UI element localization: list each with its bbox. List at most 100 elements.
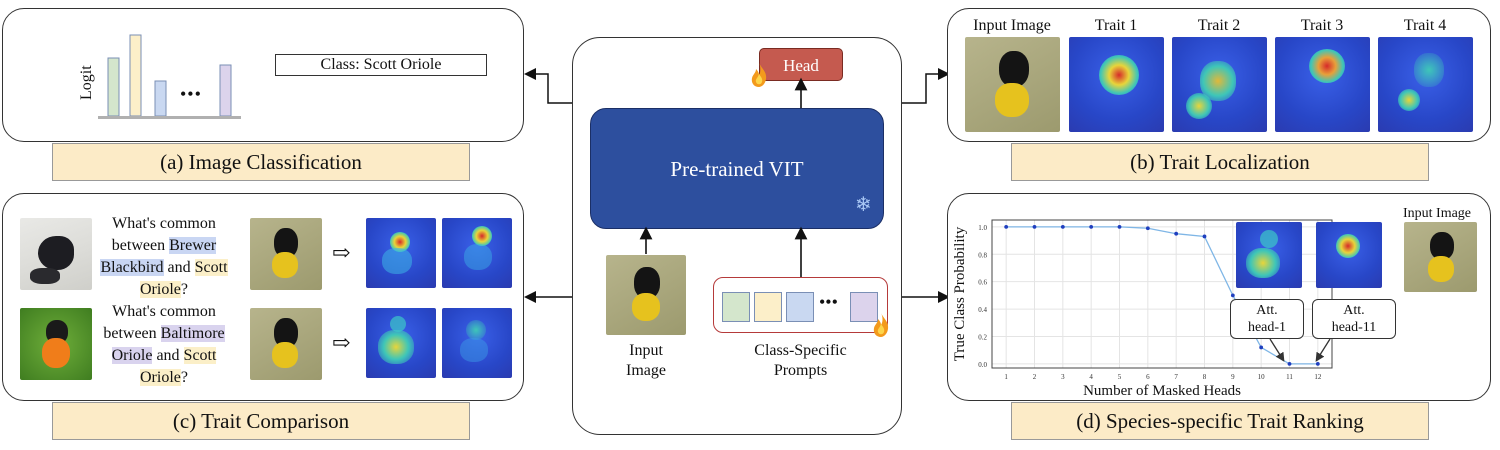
loc-trait2-heatmap — [1172, 37, 1267, 132]
input-label-line1: Input — [629, 342, 663, 359]
loc-label-trait3: Trait 3 — [1300, 17, 1344, 34]
prompts-label-line2: Prompts — [773, 362, 828, 379]
x-tick-label-9: 10 — [1258, 373, 1266, 381]
scott-oriole-image-row1 — [250, 218, 322, 290]
y-axis-label: True Class Probability — [952, 226, 968, 361]
loc-label-input: Input Image — [973, 17, 1051, 34]
series-line — [1006, 226, 1318, 365]
logit-baseline — [98, 116, 241, 119]
loc-label-trait4: Trait 4 — [1403, 17, 1447, 34]
question-2-class-b: Scott — [183, 347, 217, 364]
question-2-line-1: What's common — [112, 303, 216, 320]
prompts-fire-icon — [873, 313, 889, 337]
question-2-class-b-2: Oriole — [140, 369, 181, 386]
snowflake-icon: ❄ — [855, 194, 872, 216]
question-2-and: and — [152, 347, 184, 364]
question-1-class-a-2: Blackbird — [100, 259, 164, 276]
x-tick-label-10: 11 — [1286, 373, 1293, 381]
data-point-3 — [1089, 224, 1094, 229]
data-point-4 — [1117, 224, 1122, 229]
arrow-to-classification — [524, 68, 572, 104]
y-tick-label-4: 0.8 — [978, 251, 987, 259]
question-2-class-a: Baltimore — [160, 325, 225, 342]
data-point-5 — [1145, 226, 1150, 231]
pretrained-vit-box: Pre-trained VIT — [590, 108, 884, 229]
loc-trait4-heatmap — [1378, 37, 1473, 132]
data-point-8 — [1230, 293, 1235, 298]
arrow-to-localization — [902, 68, 950, 104]
x-tick-label-2: 3 — [1061, 373, 1065, 381]
prompts-box: ••• — [713, 277, 888, 333]
data-point-1 — [1032, 224, 1037, 229]
rank-heatmap-head11 — [1316, 222, 1382, 288]
prompt-token-4 — [850, 292, 878, 322]
question-row-1: What's common between Brewer Blackbird a… — [100, 213, 228, 301]
x-tick-label-4: 5 — [1118, 373, 1122, 381]
prompt-token-3 — [786, 292, 814, 322]
prompt-dots: ••• — [819, 292, 838, 312]
loc-label-trait1: Trait 1 — [1094, 17, 1138, 34]
data-point-6 — [1174, 231, 1179, 236]
question-2-between: between — [103, 325, 161, 342]
y-tick-label-3: 0.6 — [978, 279, 987, 287]
fire-icon — [751, 63, 767, 87]
scott-oriole-image-row2 — [250, 308, 322, 380]
x-tick-label-0: 1 — [1004, 373, 1008, 381]
input-label-line2: Image — [626, 362, 666, 379]
arrow-row-2: ⇨ — [332, 330, 351, 355]
question-1-class-a: Brewer — [169, 237, 217, 254]
baltimore-oriole-image — [20, 308, 92, 380]
logit-bar-chart — [98, 34, 241, 119]
callout-head-11-line2: head-11 — [1331, 320, 1377, 335]
callout-head-11-pointer — [1315, 338, 1331, 362]
question-1-line-1: What's common — [112, 215, 216, 232]
callout-pointers — [1269, 338, 1331, 362]
heatmap-row2-b — [442, 308, 512, 378]
y-tick-label-1: 0.2 — [978, 333, 987, 341]
heatmap-row2-a — [366, 308, 436, 378]
x-tick-label-8: 9 — [1231, 373, 1235, 381]
center-arrows — [639, 77, 808, 277]
data-point-0 — [1004, 224, 1009, 229]
caption-trait-ranking: (d) Species-specific Trait Ranking — [1011, 402, 1429, 440]
heatmap-row1-b — [442, 218, 512, 288]
callout-head-1: Att. head-1 — [1230, 299, 1304, 339]
data-point-11 — [1315, 361, 1320, 366]
callout-head-11-line1: Att. — [1343, 303, 1365, 318]
question-row-2: What's common between Baltimore Oriole a… — [100, 301, 228, 389]
vit-label: Pre-trained VIT — [670, 157, 804, 181]
center-input-label: Input Image — [606, 341, 686, 381]
plot-frame — [991, 219, 1333, 369]
loc-trait3-heatmap — [1275, 37, 1370, 132]
y-tick-label-5: 1.0 — [978, 224, 987, 232]
callout-head-11: Att. head-11 — [1312, 299, 1396, 339]
y-tick-label-0: 0.0 — [978, 361, 987, 369]
brewer-blackbird-image — [20, 218, 92, 290]
x-tick-label-11: 12 — [1314, 373, 1322, 381]
caption-trait-localization: (b) Trait Localization — [1011, 143, 1429, 181]
data-point-2 — [1060, 224, 1065, 229]
caption-trait-comparison: (c) Trait Comparison — [52, 402, 470, 440]
loc-trait1-heatmap — [1069, 37, 1164, 132]
classification-dots: ••• — [180, 84, 202, 104]
y-tick-label-2: 0.4 — [978, 306, 987, 314]
question-2-end: ? — [180, 369, 188, 386]
callout-head-1-pointer — [1269, 338, 1285, 362]
model-panel — [572, 37, 902, 435]
rank-input-image — [1404, 222, 1477, 292]
heatmap-row1-a — [366, 218, 436, 288]
prompt-token-2 — [754, 292, 782, 322]
x-tick-label-3: 4 — [1089, 373, 1093, 381]
caption-image-classification: (a) Image Classification — [52, 143, 470, 181]
center-input-image — [606, 255, 686, 335]
x-tick-label-1: 2 — [1033, 373, 1037, 381]
x-tick-label-6: 7 — [1174, 373, 1178, 381]
question-1-class-b-2: Oriole — [140, 281, 181, 298]
trait-ranking-panel — [947, 193, 1491, 401]
question-2-class-a-2: Oriole — [111, 347, 153, 364]
rank-input-image-label: Input Image — [1402, 206, 1472, 221]
loc-input-image — [965, 37, 1060, 132]
data-point-9 — [1259, 345, 1264, 350]
